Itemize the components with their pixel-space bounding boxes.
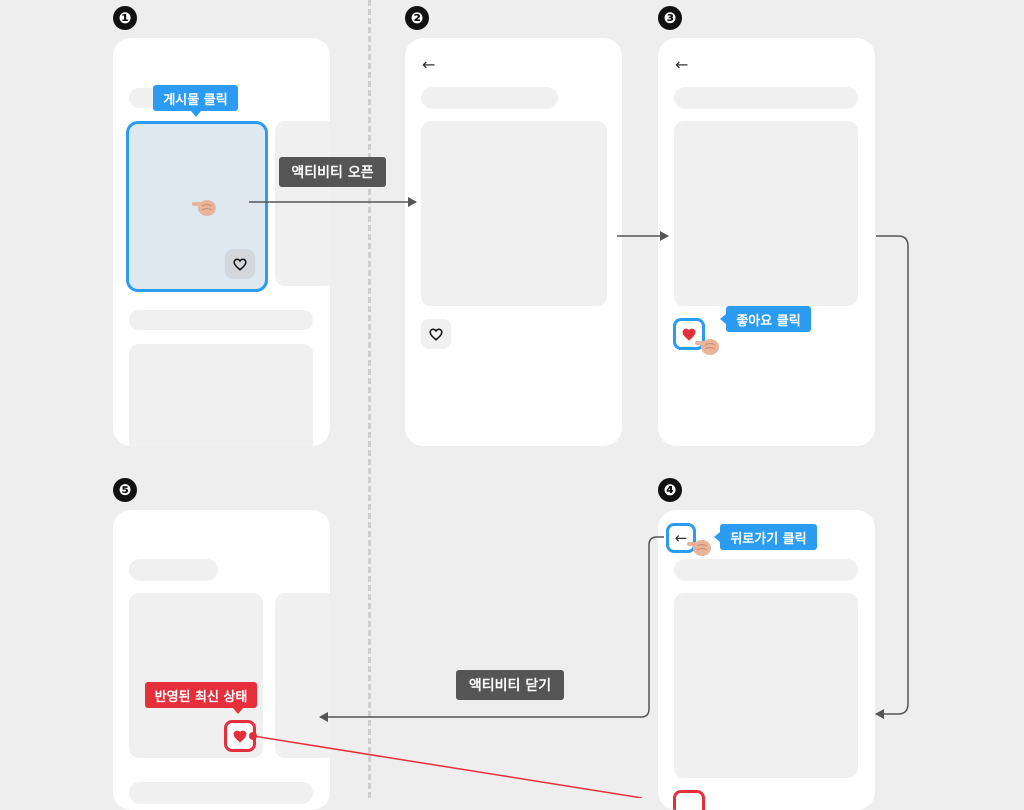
back-button-active[interactable]: ← [666,523,696,553]
back-arrow-icon[interactable]: ← [422,55,436,74]
arrow-to-back [875,235,909,719]
tooltip-pointer [191,111,201,117]
step-number-3: ❸ [658,6,682,30]
skeleton-image [421,121,607,306]
skeleton-image [674,593,858,778]
skeleton-post-card [275,593,330,758]
heart-icon [233,730,247,743]
heart-icon [682,328,696,341]
phone-screen-detail-back: ← [658,510,875,810]
back-arrow-icon[interactable]: ← [675,55,689,74]
label-activity-close: 액티비티 닫기 [456,670,564,700]
phone-screen-detail-liked: ← [658,38,875,446]
skeleton-title [421,87,558,109]
like-button[interactable] [421,319,451,349]
section-divider [368,0,371,798]
like-button[interactable] [225,249,255,279]
pointing-hand-icon [192,200,216,216]
label-activity-open: 액티비티 오픈 [279,157,386,187]
tooltip-pointer [233,708,243,714]
red-link-dot [249,732,257,740]
step-number-4: ❹ [658,478,682,502]
tooltip-pointer [720,314,726,324]
skeleton-image [674,121,858,306]
step-number-5: ❺ [113,478,137,502]
tooltip-post-click: 게시물 클릭 [153,85,238,111]
step-number-1: ❶ [113,6,137,30]
phone-screen-list-updated [113,510,330,810]
arrow-close-activity [319,536,664,722]
back-arrow-icon: ← [674,528,688,547]
skeleton-title [674,87,858,109]
skeleton-post-card [275,121,330,286]
tooltip-latest-state: 반영된 최신 상태 [145,682,257,708]
skeleton-post-card [129,344,313,446]
tooltip-pointer [714,532,720,542]
step-number-2: ❷ [405,6,429,30]
red-link-line [252,735,643,798]
tooltip-like-click: 좋아요 클릭 [726,306,811,332]
skeleton-title [129,559,218,581]
skeleton-title [129,310,313,330]
tooltip-back-click: 뒤로가기 클릭 [720,524,817,550]
pointing-hand-icon [687,540,711,556]
pointing-hand-icon [695,339,719,355]
phone-screen-detail: ← [405,38,622,446]
skeleton-title [674,559,858,581]
heart-icon [233,257,247,271]
heart-icon [429,327,443,341]
